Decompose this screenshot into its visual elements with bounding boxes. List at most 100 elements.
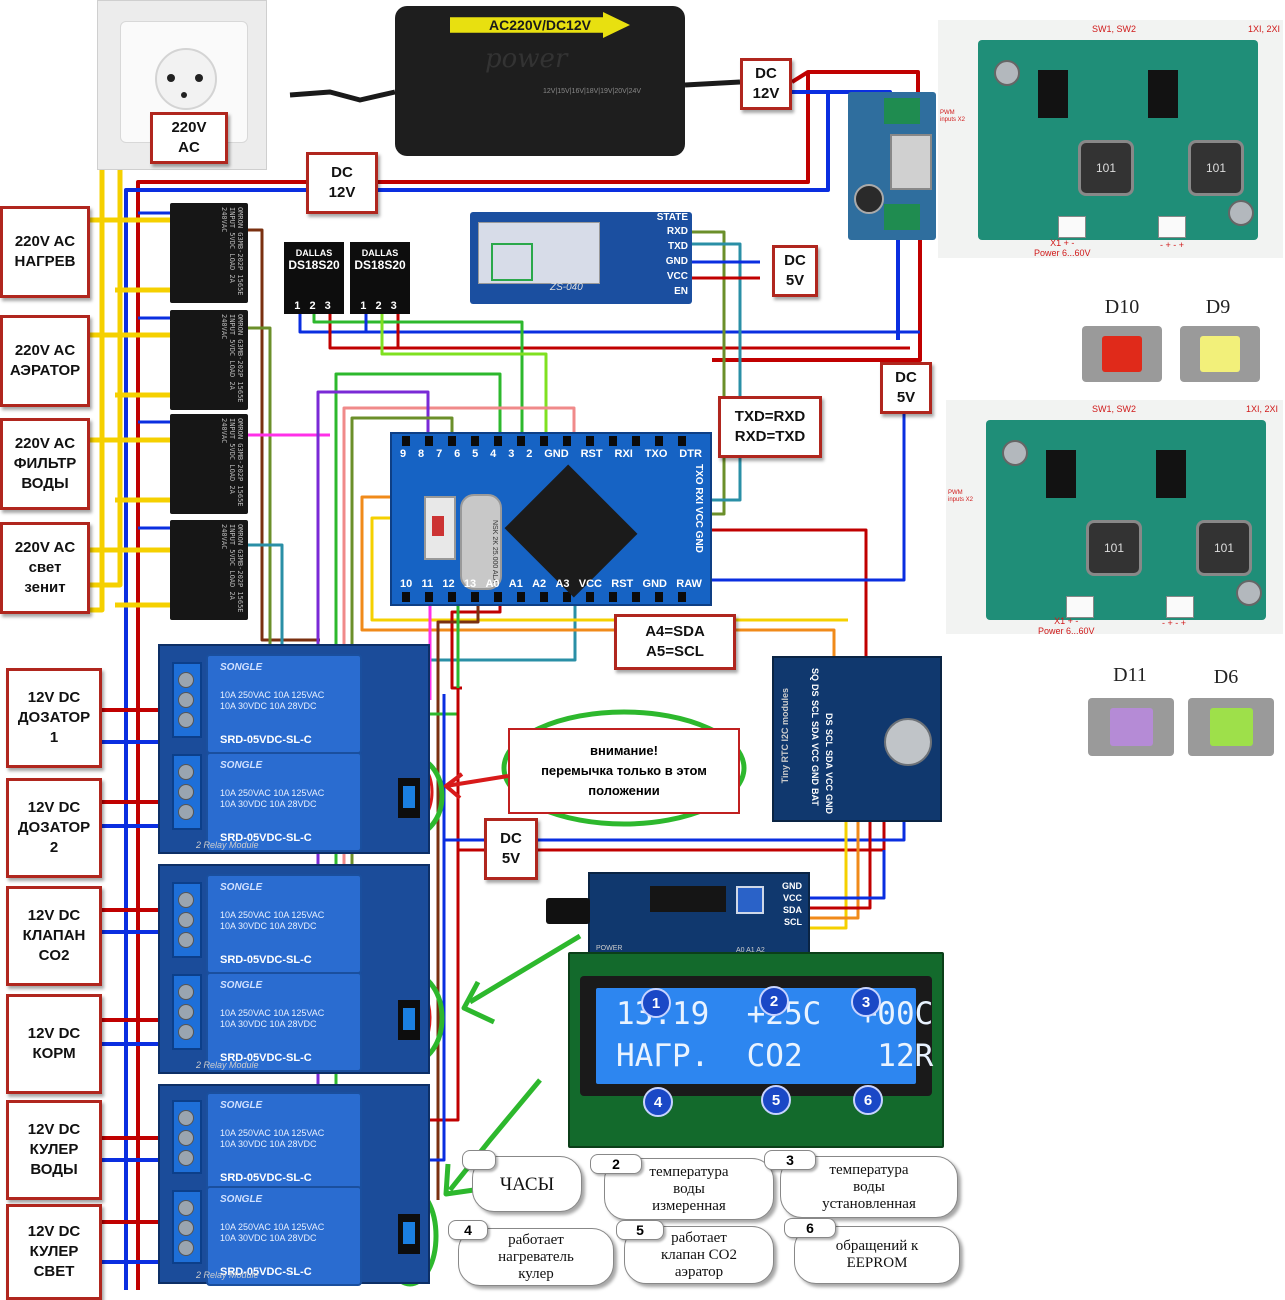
module-caption: 2 Relay Module	[196, 1060, 259, 1070]
pin-12: 12	[442, 578, 455, 590]
relay-model: SRD-05VDC-SL-C	[220, 734, 312, 746]
jumper-cap[interactable]	[403, 1222, 415, 1244]
psu-brand: power	[485, 44, 568, 74]
ard-blue-right	[712, 414, 906, 582]
driver-ic	[1148, 70, 1178, 118]
green-arrow-2-head	[443, 1163, 475, 1197]
dc-load-doser-2: 12V DC ДОЗАТОР 2	[6, 778, 102, 878]
legend-measured-temp: температура воды измеренная	[604, 1158, 774, 1220]
relay-terminal-b	[172, 1190, 202, 1264]
relay-brand: SONGLE	[220, 1194, 263, 1205]
sensor-brand: DALLAS	[361, 248, 399, 258]
i2c-backpack: GND VCC SDA SCL POWER A0 A1 A2	[588, 872, 810, 958]
pin-7: 7	[436, 448, 443, 460]
bluetooth-module: ZS-040 STATE RXD TXD GND VCC EN	[470, 212, 692, 304]
legend-tab-1	[462, 1150, 496, 1170]
step-down-converter	[848, 92, 936, 240]
ac-yellow-2	[84, 158, 123, 588]
relay-ratings: 10A 250VAC 10A 125VAC 10A 30VDC 10A 28VD…	[220, 1222, 325, 1243]
led-d10	[1082, 326, 1162, 382]
terminal-screw	[178, 764, 194, 780]
songle-relay: SONGLE 10A 250VAC 10A 125VAC 10A 30VDC 10…	[206, 1186, 362, 1286]
jumper-header	[398, 1214, 420, 1254]
driver-ic	[1156, 450, 1186, 498]
tiny-rtc-module: SQ DS SCL SDA VCC GND BAT Tiny RTC I2C m…	[772, 656, 942, 822]
pin-10: 10	[400, 578, 413, 590]
ard-orange	[360, 495, 836, 664]
jumper-cap[interactable]	[403, 786, 415, 808]
sensor-pins: 1 2 3	[360, 300, 400, 312]
module-caption: 2 Relay Module	[196, 840, 259, 850]
i2c-pin-vcc: VCC	[782, 893, 802, 903]
pin-dtr: DTR	[679, 448, 702, 460]
relay-terminal-a	[172, 882, 202, 958]
converter-terminal-in	[884, 98, 920, 124]
pin-rst-bottom: RST	[611, 578, 634, 590]
rtc-pin-vcc-b: VCC	[824, 771, 834, 791]
relay-brand: SONGLE	[220, 662, 263, 673]
warning-arrow	[445, 774, 509, 788]
led-label-d10: D10	[1104, 296, 1140, 318]
legend-tab-5: 5	[616, 1220, 664, 1240]
psu-voltages: 12V|15V|16V|18V|19V|20V|24V	[543, 88, 642, 95]
arduino-top-pins: 9 8 7 6 5 4 3 2 GND RST RXI TXO DTR	[400, 448, 702, 460]
relay-model: SRD-05VDC-SL-C	[220, 1052, 312, 1064]
pin-a2: A2	[532, 578, 547, 590]
dc-label-bus-12v: DC 12V	[306, 152, 378, 214]
led-label-d6: D6	[1213, 666, 1239, 688]
driver-power-connector	[1066, 596, 1094, 618]
socket-face	[155, 48, 217, 110]
relay-terminal-b	[172, 974, 202, 1050]
psu-cord-out	[684, 79, 741, 88]
terminal-screw	[178, 1004, 194, 1020]
sensor-brand: DALLAS	[295, 248, 333, 258]
terminal-screw	[178, 912, 194, 928]
socket-ground	[181, 92, 187, 98]
terminal-screw	[178, 784, 194, 800]
converter-regulator	[890, 134, 932, 190]
i2c-pin-scl: SCL	[784, 917, 802, 927]
legend-tab-2: 2	[590, 1154, 642, 1174]
wire-12v-red-bus	[136, 72, 810, 1290]
bt-pin-vcc: VCC	[666, 271, 688, 282]
pwm-label: PWM inputs X2	[940, 110, 966, 123]
arduino-holes-bottom	[402, 592, 700, 602]
reset-button-cap	[432, 516, 444, 536]
i2c-note: A4=SDA A5=SCL	[614, 614, 736, 670]
pin-11: 11	[421, 578, 434, 590]
rtc-title: Tiny RTC I2C modules	[780, 688, 790, 783]
terminal-screw	[178, 1200, 194, 1216]
terminal-screw	[178, 672, 194, 688]
pin-5: 5	[472, 448, 479, 460]
led-driver-board-1: 101 101 SW1, SW2 1XI, 2XI PWM inputs X2 …	[938, 20, 1283, 258]
contrast-potentiometer[interactable]	[736, 886, 764, 914]
pin-rxi: RXI	[614, 448, 633, 460]
ssr-text: OMRON G3MB-202P 1565E INPUT 5VDC LOAD 2A…	[220, 207, 244, 296]
pin-a0: A0	[485, 578, 500, 590]
dc-load-feeder: 12V DC КОРМ	[6, 994, 102, 1094]
bt-model: ZS-040	[550, 282, 583, 293]
power-label: X1 + - Power 6...60V	[1034, 238, 1091, 258]
lcd-1602-display: 13:19 +25C +00C НАГР. CO2 12R	[568, 952, 944, 1148]
ssr-text: OMRON G3MB-202P 1565E INPUT 5VDC LOAD 2A…	[220, 524, 244, 613]
relay-ratings: 10A 250VAC 10A 125VAC 10A 30VDC 10A 28VD…	[220, 1008, 325, 1029]
power-supply: AC220V/DC12V power 12V|15V|16V|18V|19V|2…	[395, 6, 685, 156]
relay-model: SRD-05VDC-SL-C	[220, 1266, 312, 1278]
dc-label-bt-5v: DC 5V	[772, 245, 818, 297]
led-d9	[1180, 326, 1260, 382]
ac-load-heater: 220V AC НАГРЕВ	[0, 206, 90, 298]
crystal: NSK 2K 25.000 ALA	[460, 494, 502, 590]
sensor-red	[328, 312, 910, 350]
jumper-cap[interactable]	[403, 1008, 415, 1030]
driver-output-connector	[1166, 596, 1194, 618]
ard-red-right	[712, 528, 868, 664]
led-d6-chip	[1209, 708, 1253, 746]
relay-brand: SONGLE	[220, 760, 263, 771]
driver-capacitor	[1228, 200, 1254, 226]
i2c-pins: GND VCC SDA SCL	[782, 880, 802, 928]
driver-power-connector	[1058, 216, 1086, 238]
pwm-label: PWM inputs X2	[948, 490, 974, 503]
ac-load-aerator: 220V AC АЭРАТОР	[0, 315, 90, 407]
relay-model: SRD-05VDC-SL-C	[220, 954, 312, 966]
